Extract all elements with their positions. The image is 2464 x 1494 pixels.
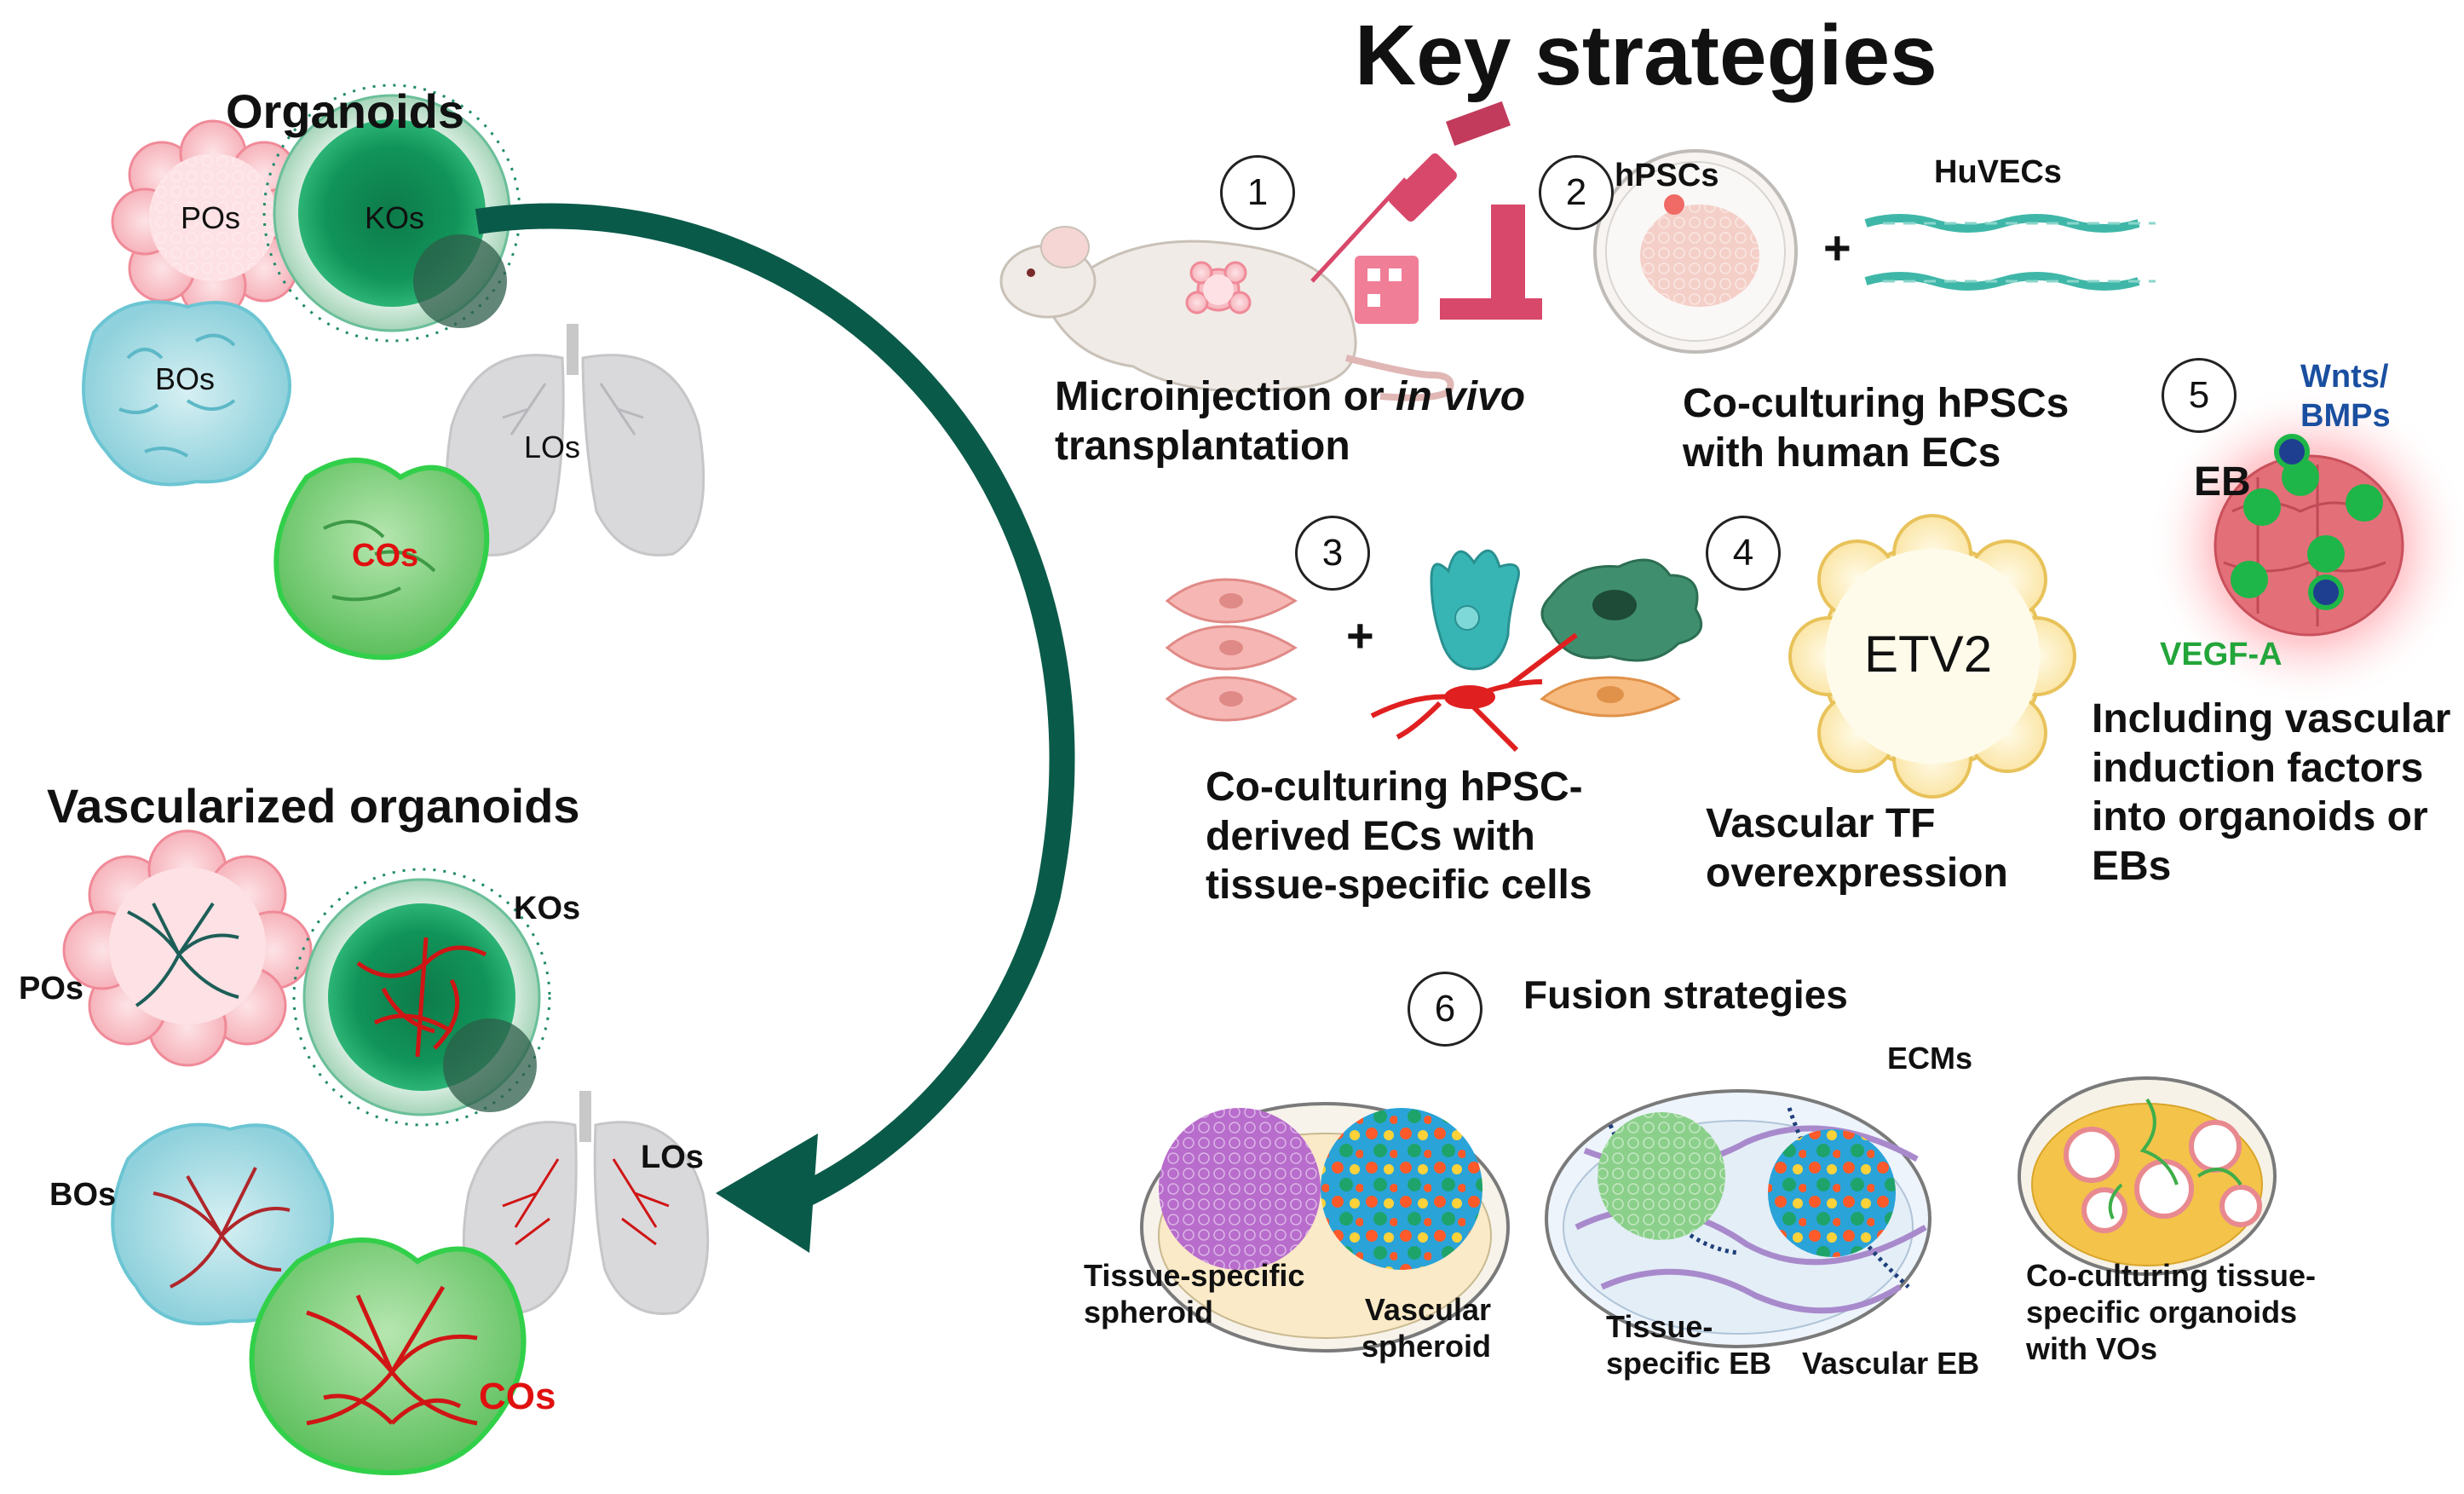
label-huvecs: HuVECs — [1934, 154, 2062, 190]
label-wnts-bmps: Wnts/BMPs — [2300, 359, 2391, 434]
dish2-tissue-label: Tissue-specific EB — [1606, 1309, 1772, 1382]
label-eb: EB — [2194, 459, 2251, 505]
cardiac-organoid-vascularized — [249, 1237, 527, 1475]
vascularized-organoids-heading: Vascularized organoids — [47, 779, 580, 833]
figure-title: Key strategies — [1355, 8, 1937, 103]
strategy-6-heading: Fusion strategies — [1523, 972, 1848, 1017]
dish2-ecm-label: ECMs — [1887, 1041, 1973, 1076]
mouse-illustration — [999, 226, 1454, 401]
strategy-5-number: 5 — [2162, 358, 2237, 433]
plus-sign-2: + — [1823, 221, 1851, 274]
strategy-1-number: 1 — [1220, 155, 1295, 230]
transformation-arrow — [475, 203, 1075, 1253]
lung-organoid-top — [445, 324, 705, 557]
label-bos-top: BOs — [155, 361, 216, 396]
label-pos-vascular: POs — [19, 971, 84, 1007]
pancreatic-organoid-vascularized — [62, 829, 313, 1067]
strategy-4-number: 4 — [1706, 516, 1781, 591]
embryoid-body — [2147, 384, 2464, 707]
label-kos-top: KOs — [365, 200, 425, 235]
label-cos-vascular: COs — [479, 1376, 556, 1417]
fusion-dish-ecm — [1545, 1089, 1931, 1348]
label-cos-top: COs — [352, 538, 419, 574]
fusion-dish-organoids — [2018, 1076, 2277, 1276]
label-los-vascular: LOs — [641, 1139, 704, 1175]
label-bos-vascular: BOs — [49, 1177, 117, 1213]
strategy-2-number: 2 — [1539, 155, 1614, 230]
ec-cells-icon — [1165, 578, 1298, 722]
strategy-3-number: 3 — [1295, 516, 1370, 591]
fusion-dish-spheroids — [1140, 1102, 1510, 1353]
label-pos-top: POs — [181, 200, 241, 235]
label-vegf-a: VEGF-A — [2160, 637, 2283, 672]
strategy-6-number: 6 — [1408, 972, 1482, 1047]
label-kos-vascular: KOs — [514, 891, 581, 926]
etv2-cell — [1788, 514, 2076, 799]
label-etv2: ETV2 — [1864, 626, 1993, 683]
hpsc-culture-dish — [1593, 149, 1798, 354]
label-los-top: LOs — [524, 430, 581, 464]
cardiac-organoid-top — [273, 458, 490, 660]
huvec-strands — [1864, 214, 2156, 291]
microinjector-icon — [1310, 101, 1542, 324]
dish2-vascular-label: Vascular EB — [1802, 1346, 1980, 1381]
brain-organoid-top — [82, 300, 291, 487]
plus-sign-3: + — [1346, 609, 1374, 662]
label-hpscs: hPSCs — [1615, 158, 1719, 193]
organoids-heading: Organoids — [226, 84, 465, 138]
kidney-organoid-vascularized — [292, 868, 551, 1127]
tissue-cells-icon — [1370, 549, 1703, 753]
